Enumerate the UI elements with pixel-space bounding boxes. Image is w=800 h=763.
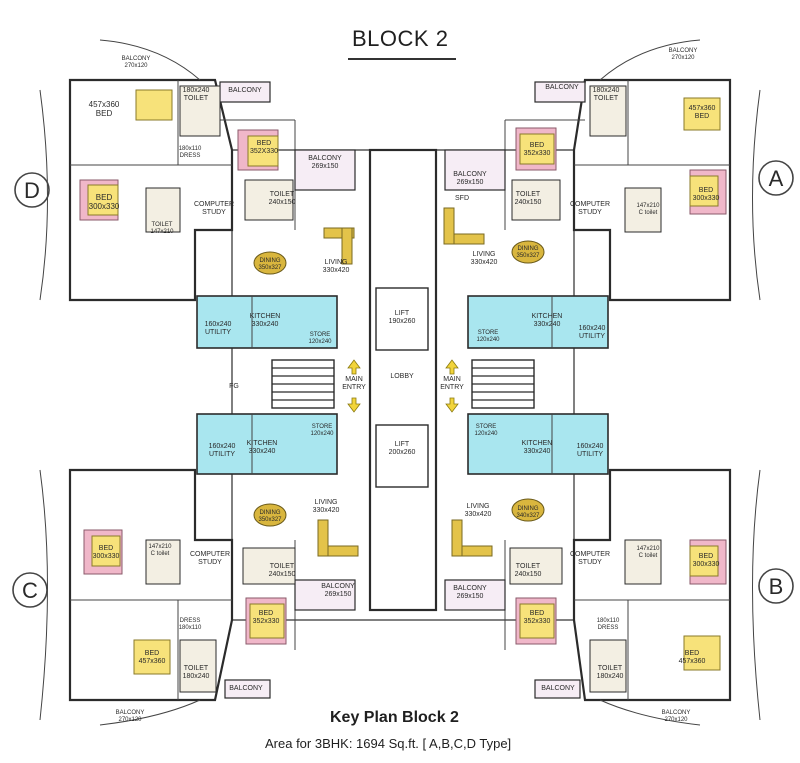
label-fg: FG	[229, 383, 239, 390]
lifts	[375, 287, 429, 488]
label-lobby: LOBBY	[390, 373, 414, 380]
label-balcony-c-small: BALCONY	[229, 685, 263, 692]
label-balcony-d-small: BALCONY	[228, 87, 262, 94]
kitchens	[196, 295, 609, 475]
entry-arrows	[347, 359, 459, 413]
label-balcony-a-small: BALCONY	[545, 84, 579, 91]
unit-marker-d: D	[24, 178, 40, 203]
unit-marker-a: A	[769, 166, 784, 191]
area-text: Area for 3BHK: 1694 Sq.ft. [ A,B,C,D Typ…	[265, 736, 512, 751]
unit-marker-b: B	[769, 574, 784, 599]
label-sfd: SFD	[455, 195, 469, 202]
building-outline	[39, 39, 761, 726]
unit-markers: D A C B	[12, 160, 794, 608]
label-balcony-b-small: BALCONY	[541, 685, 575, 692]
toilets	[145, 85, 662, 693]
block-title-underline	[348, 58, 456, 60]
plan-title: Key Plan Block 2	[330, 709, 459, 726]
staircases	[271, 359, 535, 409]
block-title: BLOCK 2	[352, 26, 449, 51]
beds	[79, 89, 727, 675]
furniture	[253, 207, 545, 557]
unit-marker-c: C	[22, 578, 38, 603]
